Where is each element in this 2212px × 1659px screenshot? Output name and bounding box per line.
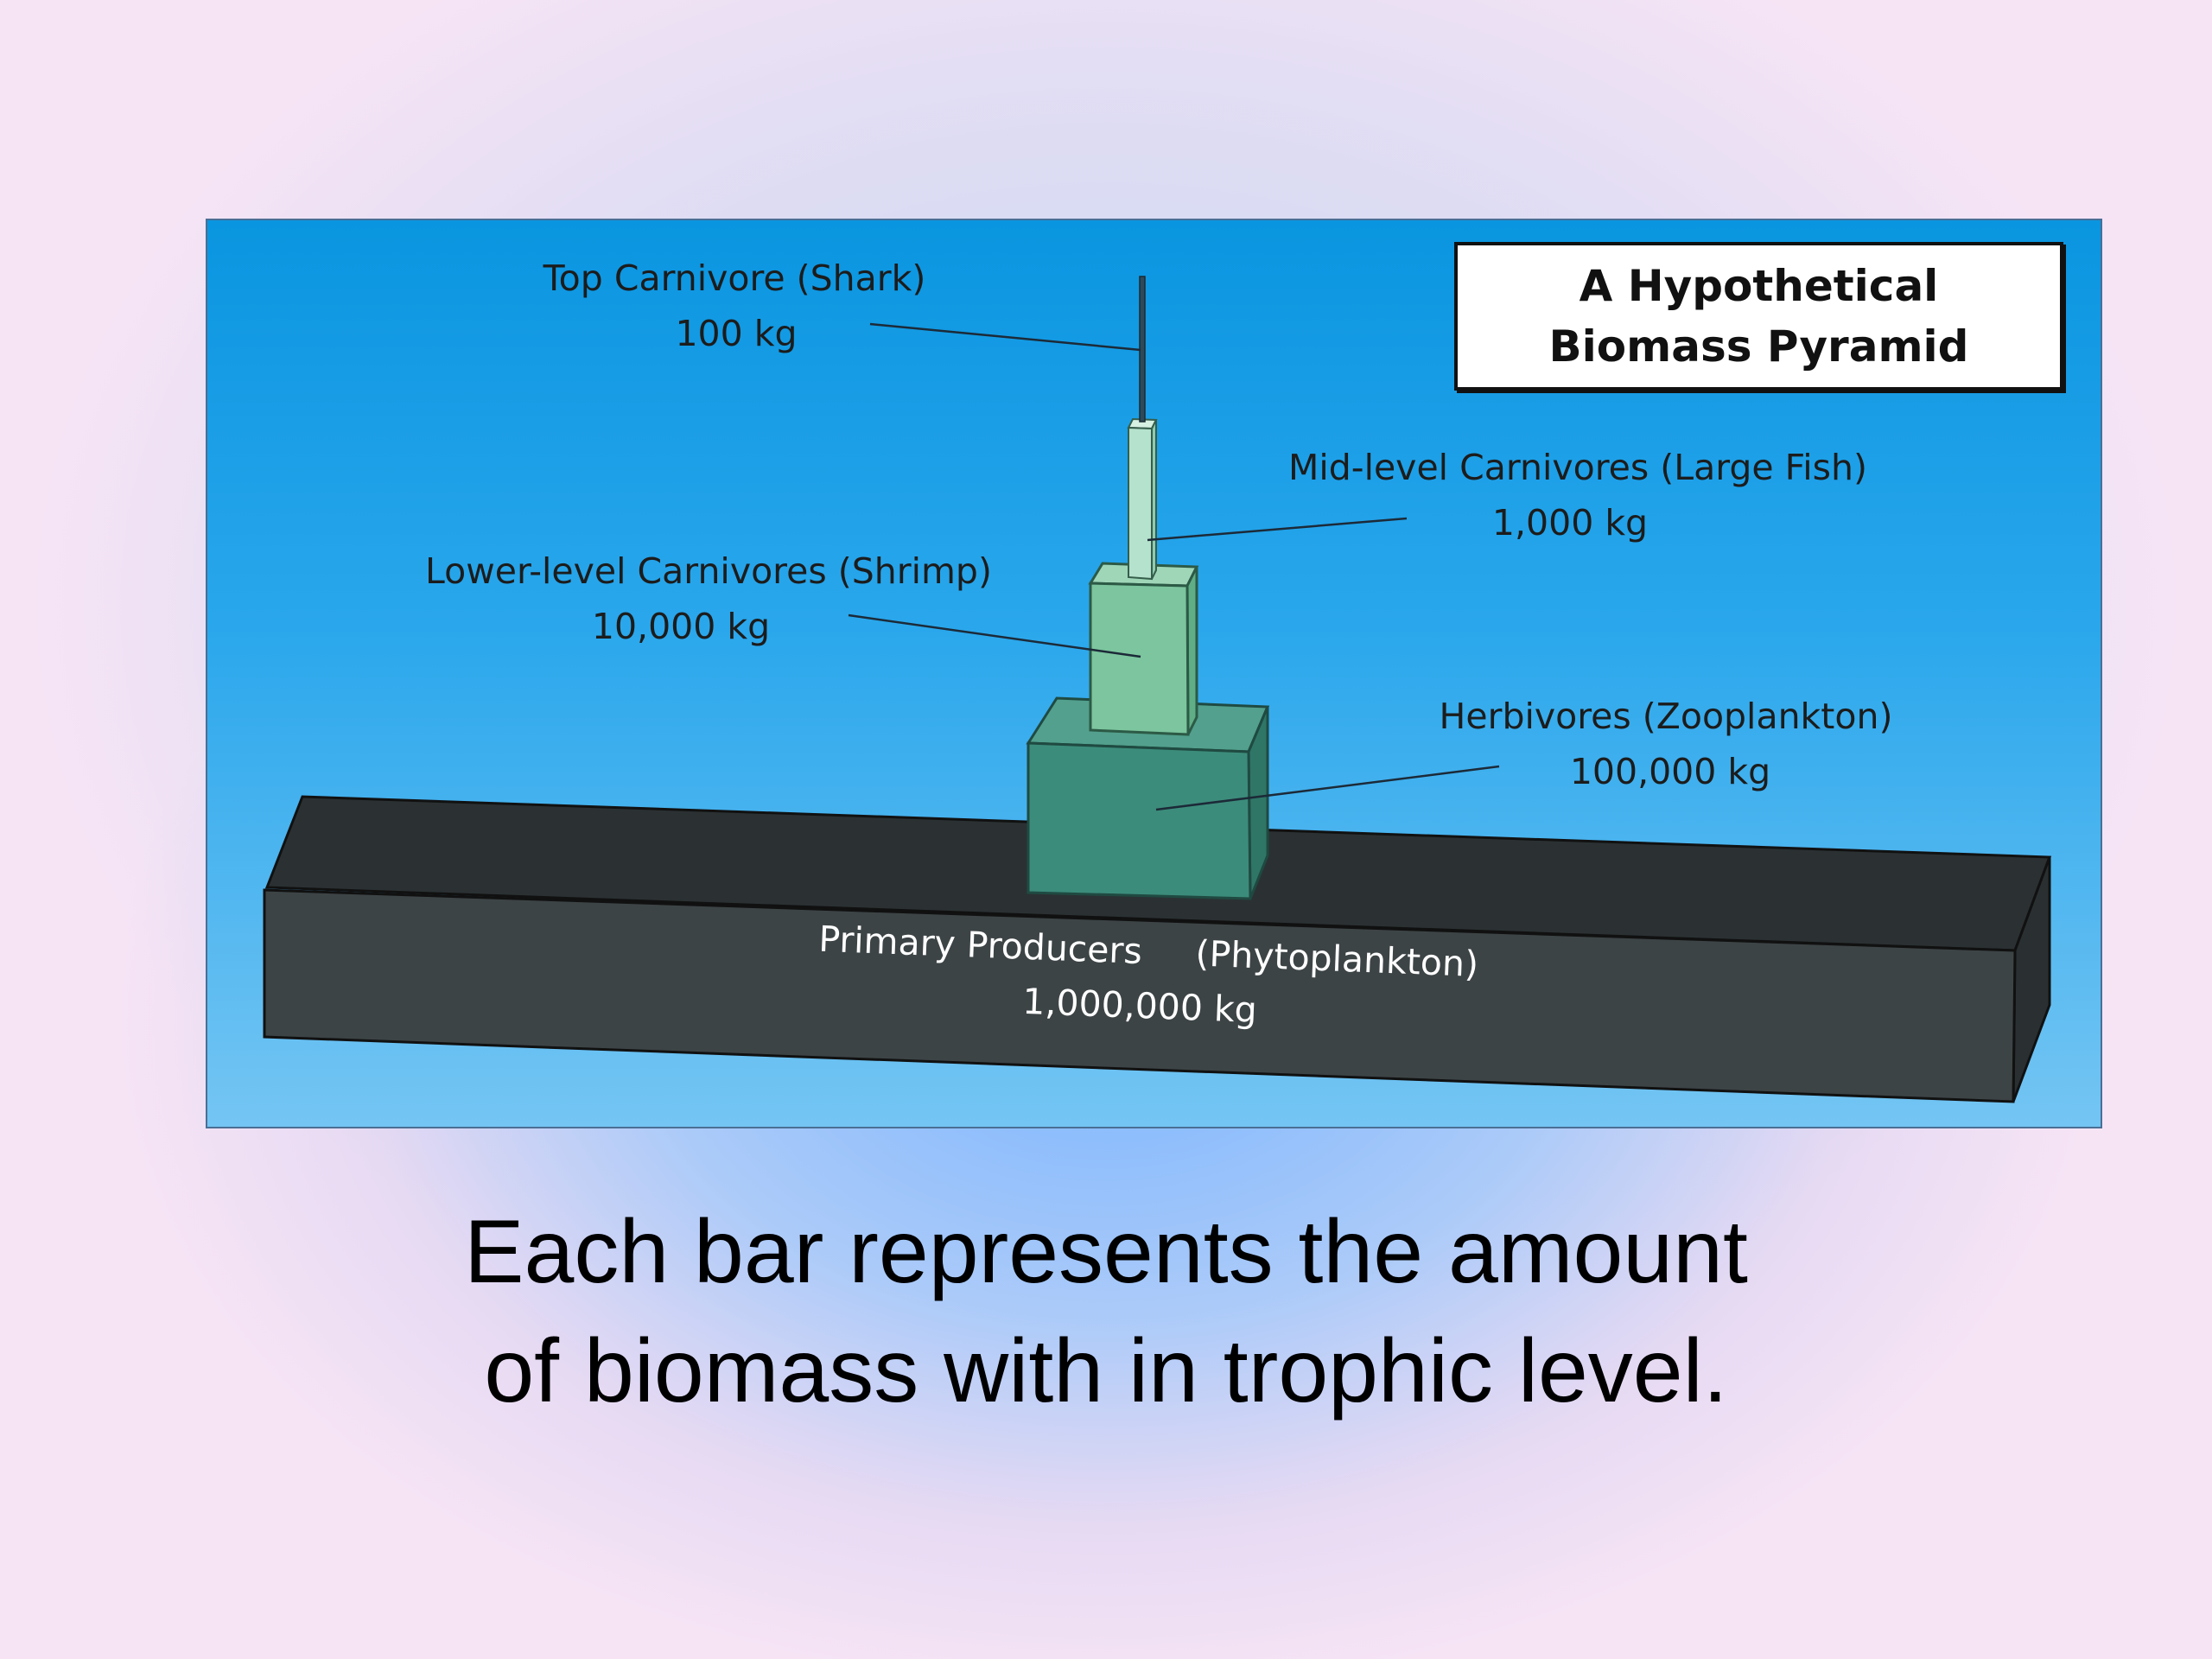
top-carnivore-name: Top Carnivore (Shark) [543,257,926,299]
herbivores-leader-line [1155,765,1500,811]
herbivores-bar [1026,696,1270,900]
diagram-title-box: A Hypothetical Biomass Pyramid [1454,242,2063,391]
mid-carnivores-name: Mid-level Carnivores (Large Fish) [1288,447,1867,488]
top-carnivore-leader-line [869,322,1141,352]
primary-producers-biomass: 1,000,000 kg [1022,981,1258,1031]
mid-carnivores-leader-line [1147,517,1408,542]
herbivores-biomass: 100,000 kg [1570,751,1770,792]
lower-carnivores-biomass: 10,000 kg [592,606,770,647]
herbivores-name: Herbivores (Zooplankton) [1440,696,1893,737]
mid-carnivores-biomass: 1,000 kg [1492,502,1648,543]
lower-carnivores-name: Lower-level Carnivores (Shrimp) [425,550,992,592]
caption-line-1: Each bar represents the amount [464,1202,1748,1302]
diagram-title-line-2: Biomass Pyramid [1548,321,1969,372]
mid-carnivores-bar [1127,417,1158,581]
diagram-title-line-1: A Hypothetical [1579,261,1939,311]
caption-line-2: of biomass with in trophic level. [484,1321,1728,1421]
lower-carnivores-bar [1088,562,1199,736]
lower-carnivores-leader-line [848,613,1141,658]
top-carnivore-biomass: 100 kg [675,313,797,354]
primary-producers-bar [263,795,2052,1103]
slide-caption: Each bar represents the amount of biomas… [242,1192,1970,1431]
